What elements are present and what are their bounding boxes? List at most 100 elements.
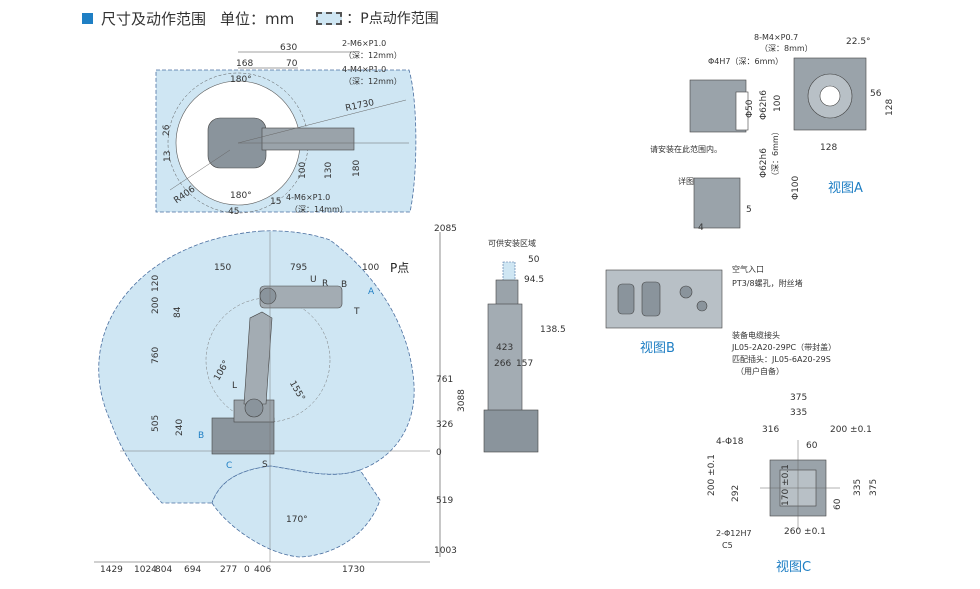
dim-0-bottom: 0 [244, 565, 250, 575]
axis-b-wrist: B [341, 280, 347, 290]
dim-phi62h6-b: Φ62h6 [759, 148, 769, 178]
view-a-flange-bore [819, 85, 841, 107]
view-b-cable-port [696, 300, 708, 312]
legend-label: ：P点动作范围 [346, 11, 439, 27]
dim-138-5: 138.5 [540, 325, 566, 335]
dim-50: 50 [528, 255, 540, 265]
dim-60-top: 60 [806, 441, 818, 451]
dim-170: 170 ±0.1 [781, 464, 791, 506]
axis-s: S [262, 460, 268, 470]
axis-b-base: B [198, 431, 204, 441]
dim-423: 423 [496, 343, 513, 353]
dim-22-5: 22.5° [846, 37, 871, 47]
view-a-note-m4: 8-M4×P0.7 [754, 33, 798, 42]
front-view-mount-area [502, 261, 516, 283]
top-view-r406-line [169, 149, 231, 191]
axis-t: T [353, 307, 360, 317]
axis-c: C [226, 461, 232, 471]
view-a-note-m4-depth: （深：8mm） [760, 44, 813, 53]
view-c-label: 视图C [776, 560, 811, 575]
note-4m6-depth: （深：14mm） [290, 205, 348, 214]
dim-200: 200 [151, 297, 161, 314]
dim-15: 15 [270, 197, 281, 207]
dim-630: 630 [280, 43, 297, 53]
note-4m4-depth: （深：12mm） [344, 77, 402, 86]
side-view-elbow [259, 287, 277, 305]
dim-depth6: （深：6mm） [771, 127, 780, 180]
view-b-air-inlet [679, 285, 693, 299]
dim-4phi18: 4-Φ18 [716, 437, 744, 447]
view-b-note-user: （用户自备） [736, 366, 784, 376]
dim-375-top: 375 [790, 393, 807, 403]
dim-505: 505 [151, 415, 161, 432]
dim-180-top: 180° [230, 75, 252, 85]
dim-56: 56 [870, 89, 882, 99]
dim-130: 130 [324, 162, 334, 179]
side-view: 150 795 100 P点 U R B T A L S B C 120 200… [94, 224, 467, 575]
side-view-shoulder [244, 398, 264, 418]
dim-795: 795 [290, 263, 307, 273]
dim-326: 326 [436, 420, 453, 430]
view-b-label: 视图B [640, 341, 675, 356]
view-a-note-detail: 详图 [678, 176, 694, 186]
front-view-base [483, 409, 539, 453]
dim-260: 260 ±0.1 [784, 527, 826, 537]
dim-200-top: 200 ±0.1 [830, 425, 872, 435]
angle-170: 170° [286, 515, 308, 525]
p-point-label: P点 [390, 261, 409, 275]
axis-r: R [322, 279, 328, 289]
dim-phi100: Φ100 [791, 175, 801, 200]
dim-277: 277 [220, 565, 237, 575]
view-b-note-jl05-6a: 匹配插头：JL05-6A20-29S [732, 354, 831, 364]
dim-375-right: 375 [869, 479, 879, 496]
side-view-base [211, 417, 275, 455]
dim-1730: 1730 [342, 565, 365, 575]
dim-4: 4 [698, 223, 704, 233]
dim-168: 168 [236, 59, 253, 69]
unit-label: 单位：mm [220, 9, 295, 28]
dim-335-top: 335 [790, 408, 807, 418]
note-4m4: 4-M4×P1.0 [342, 65, 386, 74]
dim-292: 292 [731, 485, 741, 502]
view-b-connector-mid [641, 281, 661, 317]
top-view-r1730-line [237, 99, 407, 144]
dim-761: 761 [436, 375, 453, 385]
axis-a: A [368, 287, 375, 297]
view-c-note-phi12: 2-Φ12H7 [716, 529, 752, 538]
view-b-note-air: 空气入口 [732, 264, 764, 274]
dim-70: 70 [286, 59, 298, 69]
view-b-note-jl05-2a: JL05-2A20-29PC（带封盖） [731, 342, 836, 352]
view-c-note-c5: C5 [722, 541, 733, 550]
front-view-arm [487, 303, 523, 415]
dim-2085: 2085 [434, 224, 457, 234]
dim-84: 84 [173, 306, 183, 318]
top-view: 630 168 70 180° 26 13 R406 180° 45 15 R1… [155, 39, 417, 217]
dim-5: 5 [746, 205, 752, 215]
dim-13: 13 [163, 151, 173, 162]
dim-26: 26 [162, 124, 172, 136]
dim-45: 45 [228, 207, 239, 217]
view-a-label: 视图A [828, 181, 863, 196]
header: 尺寸及动作范围 单位：mm ：P点动作范围 [82, 8, 439, 28]
view-a: 8-M4×P0.7 （深：8mm） Φ4H7（深：6mm） 请安装在此范围内。 … [650, 33, 895, 233]
dim-1003: 1003 [434, 546, 457, 556]
dim-1024: 1024 [134, 565, 157, 575]
note-2m6: 2-M6×P1.0 [342, 39, 386, 48]
side-view-lower-range [211, 465, 381, 558]
view-b-connector-left [617, 283, 635, 315]
view-b: 视图B 空气入口 PT3/8螺孔，附丝堵 装备电缆接头 JL05-2A20-29… [605, 264, 836, 376]
dim-240: 240 [175, 419, 185, 436]
header-title: 尺寸及动作范围 [101, 9, 207, 28]
axis-u: U [310, 275, 317, 285]
view-a-detail [693, 177, 741, 229]
dim-760: 760 [151, 347, 161, 364]
dim-335-right: 335 [853, 479, 863, 496]
dim-200-left: 200 ±0.1 [707, 454, 717, 496]
dim-phi62h6-a: Φ62h6 [759, 90, 769, 120]
dim-180-bottom: 180° [230, 191, 252, 201]
dim-0-right: 0 [436, 448, 442, 458]
dim-60-right: 60 [833, 498, 843, 510]
dim-804: 804 [155, 565, 172, 575]
dim-316: 316 [762, 425, 779, 435]
